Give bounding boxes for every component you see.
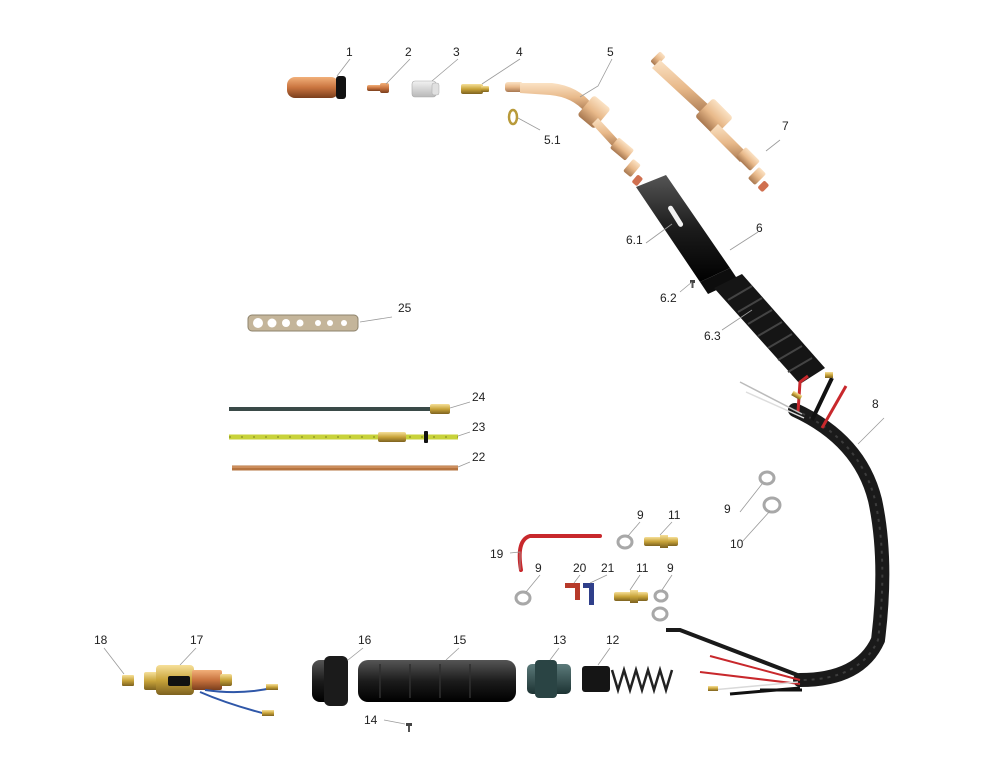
callout-labels: 1 2 3 4 5 5.1 7 6 6.1 6.2 6.3 8 25 24 23…	[94, 45, 879, 727]
part-4-tip-adapter	[461, 84, 489, 94]
part-25-spanner	[247, 314, 359, 332]
part-12-rear-spring	[582, 665, 674, 695]
part-10-clamp	[762, 496, 782, 514]
part-3-insulator	[411, 80, 440, 98]
part-6-handle	[636, 175, 738, 294]
callout-14: 14	[364, 713, 378, 727]
part-6-2-screw	[690, 280, 695, 288]
callout-4: 4	[516, 45, 523, 59]
callout-11-upper: 11	[668, 508, 681, 522]
part-20-red-clip	[565, 583, 580, 600]
callout-9-upper: 9	[637, 508, 644, 522]
part-11-fitting-upper	[644, 535, 678, 548]
part-11-fitting-lower	[614, 590, 648, 603]
callout-3: 3	[453, 45, 460, 59]
part-5-swan-neck	[505, 82, 643, 186]
callout-24: 24	[472, 390, 486, 404]
callout-9-lower: 9	[667, 561, 674, 575]
part-22-copper-tube	[232, 465, 458, 471]
part-21-blue-clip	[583, 583, 594, 605]
callout-11-lower: 11	[636, 561, 649, 575]
callout-6-1: 6.1	[626, 233, 643, 247]
callout-6-3: 6.3	[704, 329, 721, 343]
part-2-contact-tip	[367, 83, 389, 93]
part-14-screw	[406, 723, 412, 732]
callout-23: 23	[472, 420, 486, 434]
callout-5-1: 5.1	[544, 133, 561, 147]
callout-6-2: 6.2	[660, 291, 677, 305]
callout-5: 5	[607, 45, 614, 59]
part-18-nut	[122, 675, 134, 686]
callout-2: 2	[405, 45, 412, 59]
callout-15: 15	[453, 633, 467, 647]
callout-9-left: 9	[535, 561, 542, 575]
callout-16: 16	[358, 633, 372, 647]
part-23-teflon-liner	[229, 431, 458, 443]
callout-13: 13	[553, 633, 567, 647]
part-15-rear-handle	[358, 660, 516, 702]
part-24-steel-liner	[229, 404, 450, 414]
callout-17: 17	[190, 633, 204, 647]
callout-9-right: 9	[724, 502, 731, 516]
callout-25: 25	[398, 301, 412, 315]
callout-22: 22	[472, 450, 486, 464]
part-9-clamp-right	[758, 470, 776, 486]
callout-8: 8	[872, 397, 879, 411]
part-8-cable-assembly	[666, 372, 890, 696]
callout-20: 20	[573, 561, 587, 575]
callout-18: 18	[94, 633, 108, 647]
part-9-clamp-lower	[651, 589, 669, 622]
part-5-1-o-ring	[507, 108, 519, 126]
part-9-clamp-left	[514, 590, 532, 606]
part-16-rear-cap	[312, 656, 348, 706]
part-6-3-spring-guard	[714, 274, 825, 384]
callout-7: 7	[782, 119, 789, 133]
part-17-central-connector	[144, 665, 278, 716]
callout-10: 10	[730, 537, 744, 551]
part-7-swan-neck-variant	[651, 52, 769, 192]
callout-1: 1	[346, 45, 353, 59]
callout-12: 12	[606, 633, 620, 647]
leader-lines	[103, 58, 885, 725]
callout-6: 6	[756, 221, 763, 235]
callout-21: 21	[601, 561, 615, 575]
callout-19: 19	[490, 547, 504, 561]
part-9-clamp-upper	[616, 534, 634, 550]
part-13-sleeve	[527, 660, 571, 698]
part-19-red-hose	[517, 534, 602, 572]
part-1-nozzle	[287, 76, 346, 99]
